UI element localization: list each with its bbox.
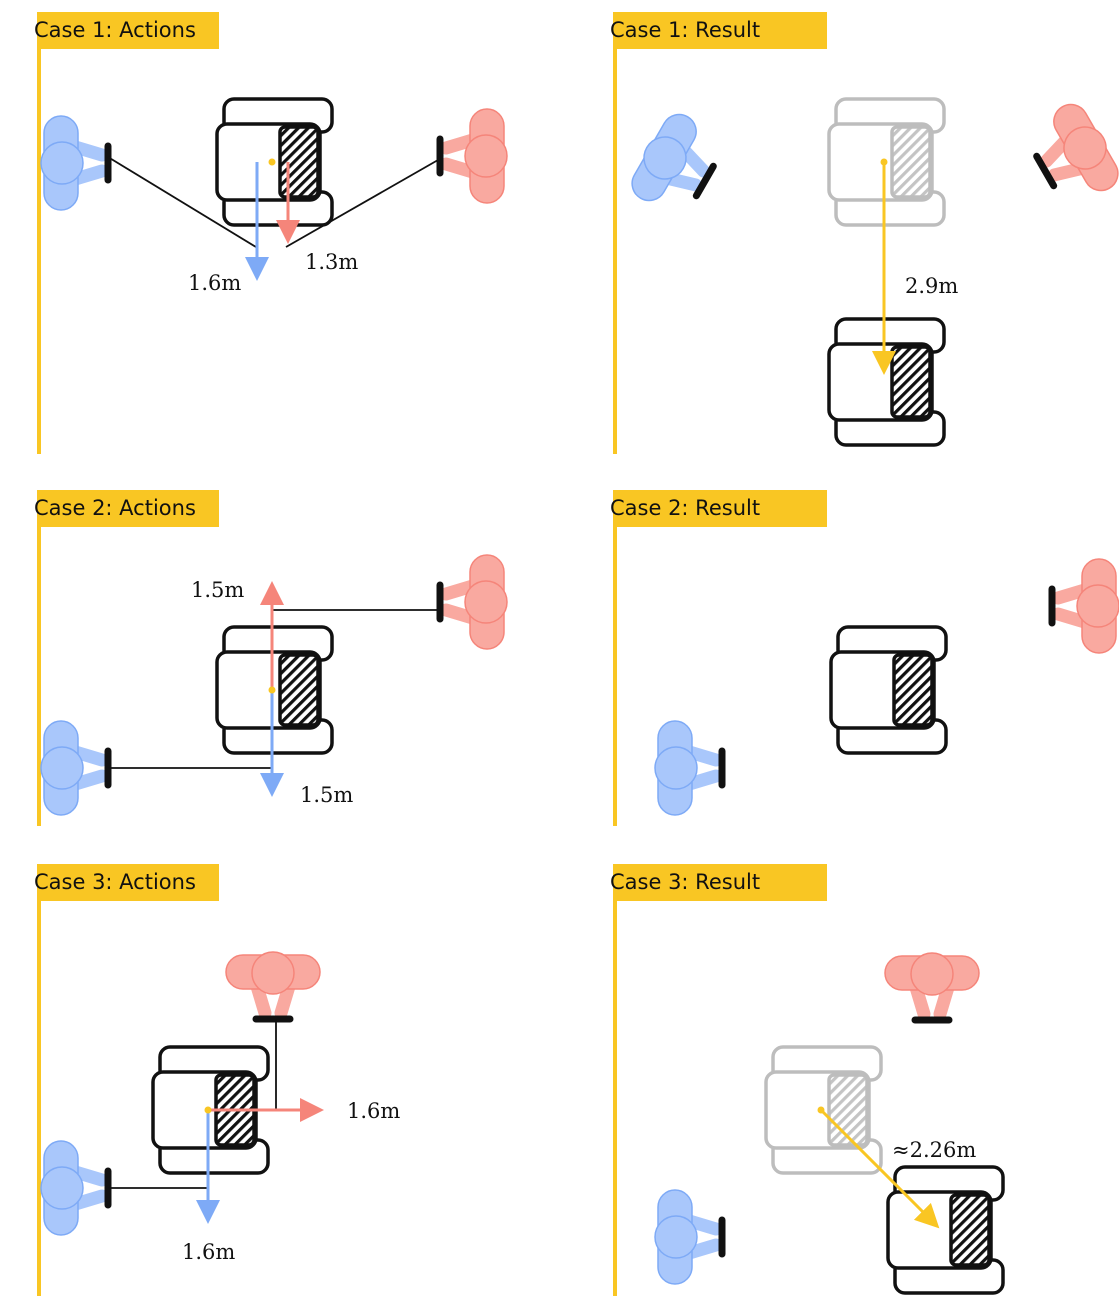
panel-title-tab: Case 2: Result [610, 490, 827, 527]
red-distance-label: 1.5m [191, 578, 244, 602]
panel-accent-bar [613, 490, 617, 826]
panel-case3-result: Case 3: Result [610, 864, 1119, 1296]
blue-person-icon [41, 116, 108, 210]
panel-title: Case 2: Result [610, 496, 761, 520]
blue-person-icon [41, 721, 108, 815]
red-force-line [285, 159, 439, 248]
blue-force-line [107, 156, 257, 248]
center-dot [268, 158, 276, 166]
panel-title: Case 1: Result [610, 18, 761, 42]
move-distance-label: ≈2.26m [892, 1138, 976, 1162]
panel-case2-result: Case 2: Result [610, 490, 1119, 826]
case3-result-drawing: ≈2.26m [655, 953, 1005, 1295]
red-distance-label: 1.6m [347, 1099, 400, 1123]
panel-accent-bar [613, 864, 617, 1296]
case2-actions-drawing: 1.5m 1.5m [41, 555, 507, 815]
panel-accent-bar [37, 490, 41, 826]
panel-case3-actions: Case 3: Actions [34, 864, 597, 1296]
center-dot [268, 686, 276, 694]
armchair-icon [829, 625, 948, 755]
move-distance-label: 2.9m [905, 274, 958, 298]
blue-person-icon [41, 1141, 108, 1235]
case1-result-drawing: 2.9m [623, 97, 1119, 447]
red-person-icon [226, 952, 320, 1019]
red-person-icon [1022, 97, 1119, 212]
panel-accent-bar [613, 12, 617, 454]
center-dot [817, 1106, 825, 1114]
red-person-icon [1052, 559, 1119, 653]
case1-actions-drawing: 1.6m 1.3m [41, 97, 507, 295]
panel-title-tab: Case 1: Result [610, 12, 827, 49]
red-distance-label: 1.3m [305, 250, 358, 274]
armchair-icon [827, 317, 946, 447]
panel-accent-bar [37, 864, 41, 1296]
panel-title-tab: Case 3: Result [610, 864, 827, 901]
blue-distance-label: 1.5m [300, 783, 353, 807]
case2-result-drawing [655, 559, 1119, 815]
case3-actions-drawing: 1.6m 1.6m [41, 952, 400, 1264]
panel-title-tab: Case 2: Actions [34, 490, 219, 527]
red-person-icon [885, 953, 979, 1020]
move-arrow [819, 1108, 940, 1229]
panel-case1-actions: Case 1: Actions [34, 12, 597, 454]
blue-distance-label: 1.6m [188, 271, 241, 295]
blue-person-icon [623, 107, 728, 222]
panel-title-tab: Case 1: Actions [34, 12, 219, 49]
center-dot [880, 158, 888, 166]
panel-case1-result: Case 1: Result [610, 12, 1119, 454]
blue-person-icon [655, 721, 722, 815]
panel-title: Case 3: Actions [34, 870, 196, 894]
panel-accent-bar [37, 12, 41, 454]
red-person-icon [440, 109, 507, 203]
panel-case2-actions: Case 2: Actions [34, 490, 597, 826]
red-person-icon [440, 555, 507, 649]
blue-person-icon [655, 1190, 722, 1284]
panel-title: Case 3: Result [610, 870, 761, 894]
panel-title: Case 1: Actions [34, 18, 196, 42]
center-dot [204, 1106, 212, 1114]
armchair-icon [886, 1165, 1005, 1295]
panel-title-tab: Case 3: Actions [34, 864, 219, 901]
panel-title: Case 2: Actions [34, 496, 196, 520]
blue-distance-label: 1.6m [182, 1240, 235, 1264]
